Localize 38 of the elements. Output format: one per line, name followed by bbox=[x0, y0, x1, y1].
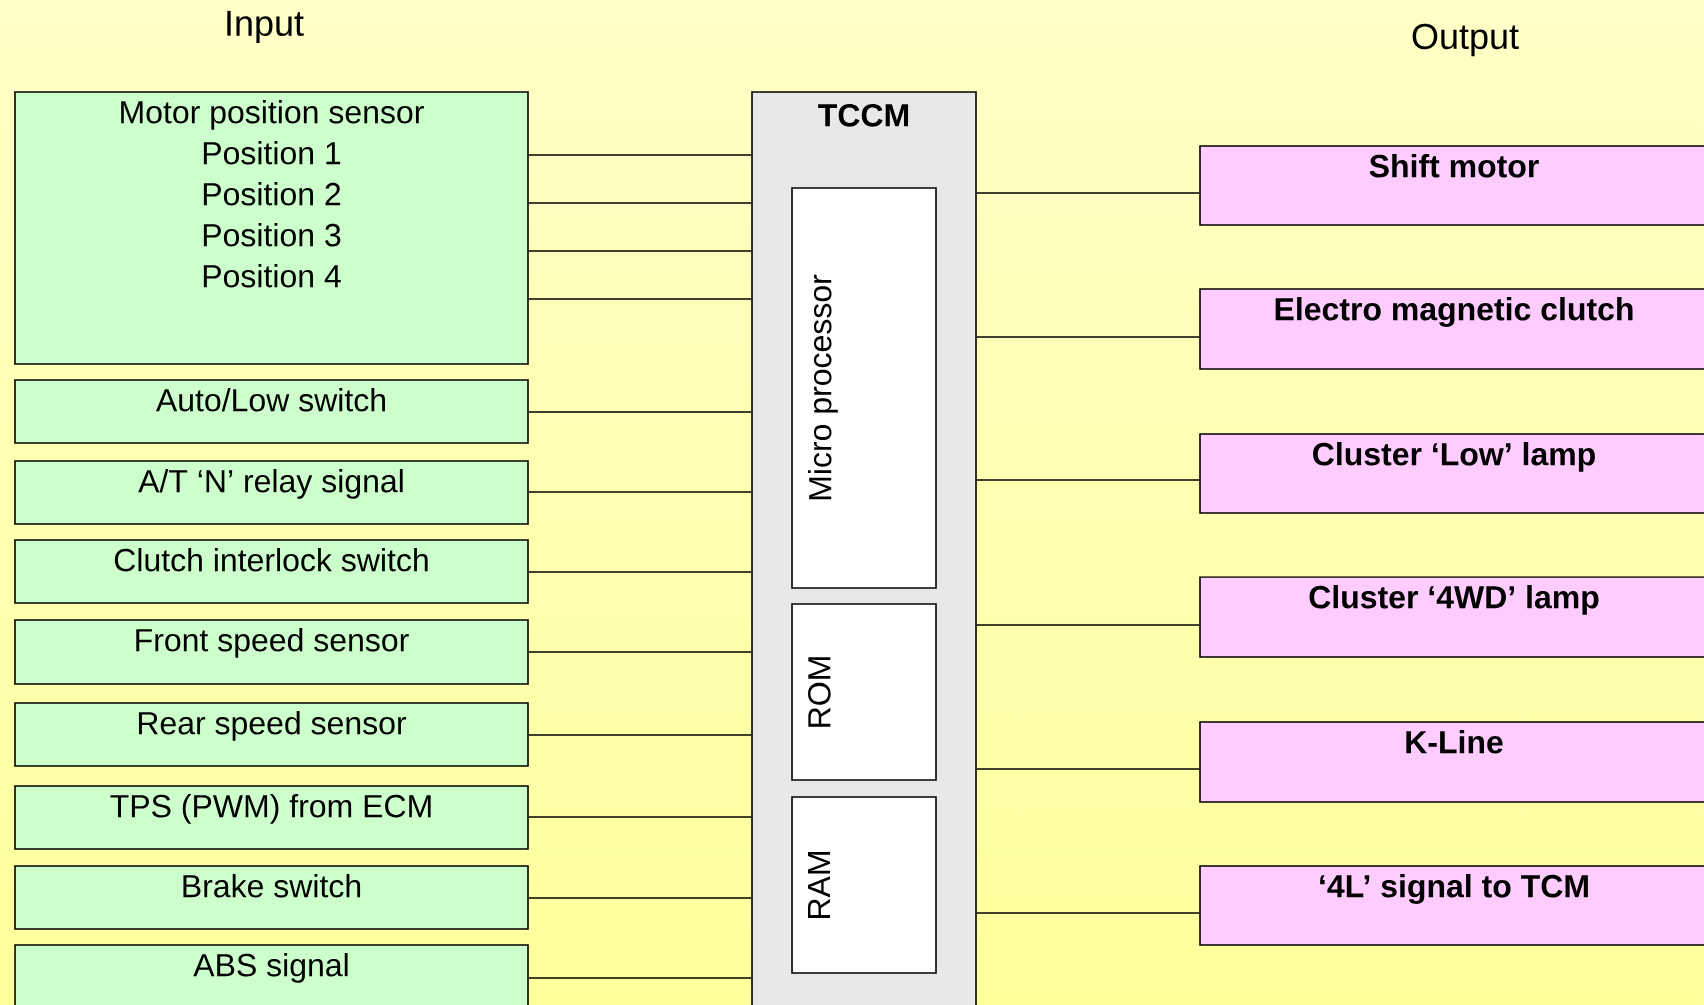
input-box: Brake switch bbox=[14, 865, 529, 930]
memory-block: ROM bbox=[791, 603, 937, 781]
output-box: Cluster ‘4WD’ lamp bbox=[1199, 576, 1704, 658]
connector-line bbox=[528, 897, 752, 899]
connector-line bbox=[976, 192, 1200, 194]
column-heading: Input bbox=[227, 10, 304, 44]
memory-block: RAM bbox=[791, 796, 937, 974]
input-box: Rear speed sensor bbox=[14, 702, 529, 767]
output-box: Electro magnetic clutch bbox=[1199, 288, 1704, 370]
connector-line bbox=[528, 154, 752, 156]
output-box: K-Line bbox=[1199, 721, 1704, 803]
connector-line bbox=[528, 411, 752, 413]
connector-line bbox=[528, 202, 752, 204]
input-box: Front speed sensor bbox=[14, 619, 529, 685]
column-heading: Output bbox=[1412, 23, 1519, 57]
connector-line bbox=[976, 479, 1200, 481]
connector-line bbox=[976, 624, 1200, 626]
connector-line bbox=[528, 816, 752, 818]
connector-line bbox=[976, 768, 1200, 770]
input-box: TPS (PWM) from ECM bbox=[14, 785, 529, 850]
connector-line bbox=[976, 912, 1200, 914]
connector-line bbox=[528, 651, 752, 653]
connector-line bbox=[528, 298, 752, 300]
connector-line bbox=[528, 571, 752, 573]
input-box: Auto/Low switch bbox=[14, 379, 529, 444]
input-box: ABS signal bbox=[14, 944, 529, 1005]
connector-line bbox=[528, 734, 752, 736]
memory-block: Micro processor bbox=[791, 187, 937, 589]
input-box: Clutch interlock switch bbox=[14, 539, 529, 604]
connector-line bbox=[976, 336, 1200, 338]
output-box: ‘4L’ signal to TCM bbox=[1199, 865, 1704, 946]
input-box: A/T ‘N’ relay signal bbox=[14, 460, 529, 525]
output-box: Shift motor bbox=[1199, 145, 1704, 226]
input-box: Motor position sensor Position 1 Position 2 Position 3 Position 4 bbox=[14, 91, 529, 365]
connector-line bbox=[528, 491, 752, 493]
output-box: Cluster ‘Low’ lamp bbox=[1199, 433, 1704, 514]
connector-line bbox=[528, 977, 752, 979]
connector-line bbox=[528, 250, 752, 252]
